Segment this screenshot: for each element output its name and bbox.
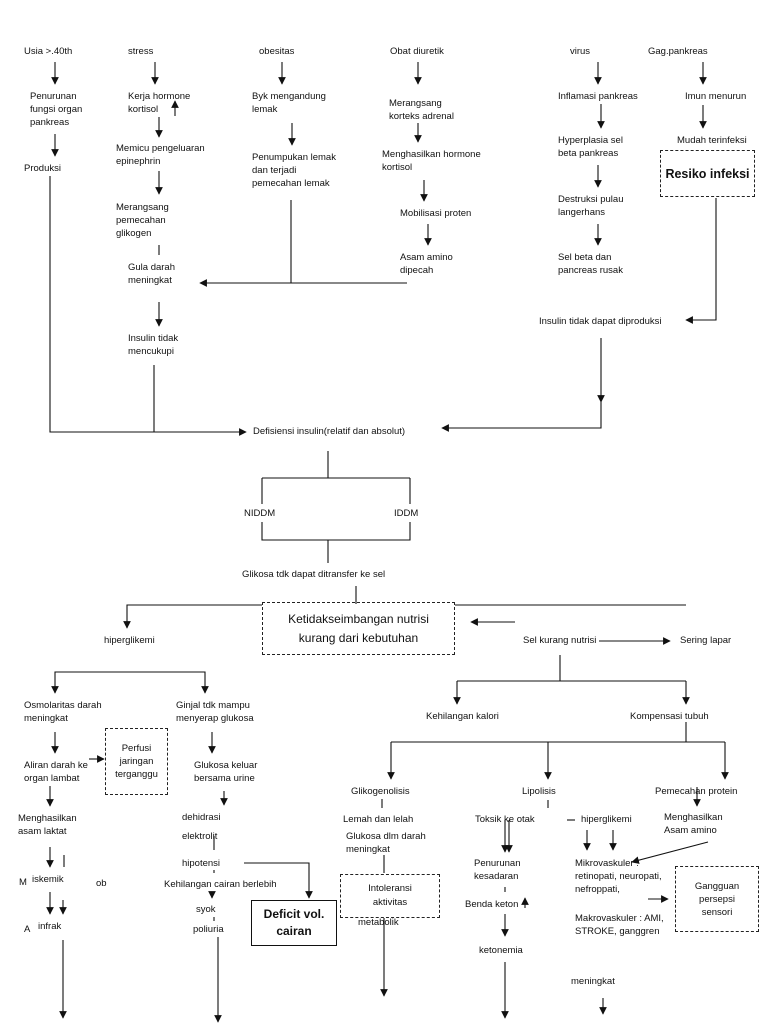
arrow-box-hiperglikemi: [123, 604, 262, 629]
node-destruksi: Destruksi pulau langerhans: [558, 194, 624, 218]
node-kehilangan-cairan: Kehilangan cairan berlebih: [164, 879, 277, 890]
box-ketidakseimbangan-nutrisi: Ketidakseimbangan nutrisi kurang dari ke…: [262, 602, 455, 655]
node-mikrovaskuler: Mikrovaskuler : retinopati, neuropati, n…: [575, 858, 662, 895]
node-syok: syok: [196, 904, 216, 915]
arrow-to-defisiensi: [441, 402, 602, 432]
fragment-a: A: [24, 924, 31, 935]
node-byk-lemak: Byk mengandung lemak: [252, 91, 326, 115]
node-ginjal: Ginjal tdk mampu menyerap glukosa: [176, 700, 254, 724]
node-gag-pankreas: Gag.pankreas: [648, 46, 708, 57]
node-osmolaritas: Osmolaritas darah meningkat: [24, 700, 102, 724]
node-meningkat: meningkat: [571, 976, 615, 987]
node-sering-lapar: Sering lapar: [680, 635, 732, 646]
node-asam-laktat: Menghasilkan asam laktat: [18, 813, 77, 837]
line-join-bottom: [261, 522, 411, 541]
arrow-hiper-ginjal: [127, 671, 209, 694]
node-imun-menurun: Imun menurun: [685, 91, 747, 102]
node-glukosa-urine: Glukosa keluar bersama urine: [194, 760, 258, 784]
node-glikogenolisis: Glikogenolisis: [351, 786, 410, 797]
node-insulin-tidak-cukup: Insulin tidak mencukupi: [128, 333, 179, 357]
node-lipolisis: Lipolisis: [522, 786, 556, 797]
line-produksi-defisiensi: [49, 176, 247, 436]
node-hipotensi: hipotensi: [182, 858, 221, 869]
node-hiperglikemi-2: hiperglikemi: [581, 814, 632, 825]
node-kehilangan-kalori: Kehilangan kalori: [426, 711, 499, 722]
node-mudah-terinfeksi: Mudah terinfeksi: [677, 135, 747, 146]
node-stress: stress: [128, 46, 154, 57]
node-ketonemia: ketonemia: [479, 945, 523, 956]
node-iskemik: iskemik: [32, 874, 64, 885]
node-sel-beta-rusak: Sel beta dan pancreas rusak: [558, 252, 623, 276]
node-asam-amino-dipecah: Asam amino dipecah: [400, 252, 453, 276]
node-aliran-darah: Aliran darah ke organ lambat: [24, 760, 88, 784]
box-intoleransi-aktivitas: Intoleransi aktivitas: [340, 874, 440, 918]
node-hiperglikemi: hiperglikemi: [104, 635, 155, 646]
node-dehidrasi: dehidrasi: [182, 812, 221, 823]
node-pemecahan-protein: Pemecahan protein: [655, 786, 738, 797]
node-penurunan-kesadaran: Penurunan kesadaran: [474, 858, 521, 882]
node-merangsang-korteks: Merangsang korteks adrenal: [389, 98, 454, 122]
node-virus: virus: [570, 46, 591, 57]
node-benda-keton: Benda keton: [465, 899, 519, 910]
arrow-to-deficit: [244, 862, 313, 899]
box-gangguan-persepsi: Gangguan persepsi sensori: [675, 866, 759, 932]
node-defisiensi-insulin: Defisiensi insulin(relatif dan absolut): [253, 426, 406, 437]
node-asam-amino: Menghasilkan Asam amino: [664, 812, 723, 836]
node-obesitas: obesitas: [259, 46, 295, 57]
arrow-asam-to-mikro: [631, 841, 709, 864]
node-lemah-lelah: Lemah dan lelah: [343, 814, 414, 825]
arrow-to-insulin-diproduksi: [685, 198, 717, 324]
node-makrovaskuler: Makrovaskuler : AMI, STROKE, ganggren: [575, 913, 664, 937]
node-toksik: Toksik ke otak: [475, 814, 535, 825]
box-perfusi: Perfusi jaringan terganggu: [105, 728, 168, 795]
node-kompensasi-tubuh: Kompensasi tubuh: [630, 711, 709, 722]
box-deficit-vol-cairan: Deficit vol. cairan: [251, 900, 337, 946]
box-resiko-infeksi: Resiko infeksi: [660, 150, 755, 197]
node-penurunan-fungsi: Penurunan fungsi organ pankreas: [30, 91, 83, 128]
fragment-m: M: [19, 877, 27, 888]
node-merangsang-glikogen: Merangsang pemecahan glikogen: [116, 202, 169, 239]
node-produksi: Produksi: [24, 163, 61, 174]
node-hyperplasia: Hyperplasia sel beta pankreas: [558, 135, 623, 159]
node-iddm: IDDM: [394, 508, 419, 519]
fragment-ob: ob: [96, 878, 107, 889]
node-inflamasi-pankreas: Inflamasi pankreas: [558, 91, 638, 102]
node-infrak: infrak: [38, 921, 62, 932]
node-usia: Usia >.40th: [24, 46, 73, 57]
node-menghasilkan-kortisol: Menghasilkan hormone kortisol: [382, 149, 481, 173]
node-penumpukan-lemak: Penumpukan lemak dan terjadi pemecahan l…: [252, 152, 336, 189]
node-kerja-hormone: Kerja hormone kortisol: [128, 91, 191, 115]
node-glukosa-dlm-darah: Glukosa dlm darah meningkat: [346, 831, 426, 855]
node-insulin-tidak-diproduksi: Insulin tidak dapat diproduksi: [539, 316, 662, 327]
node-metabolik: metabolik: [358, 917, 399, 928]
node-memicu: Memicu pengeluaran epinephrin: [116, 143, 205, 167]
node-glikosa-tdk-ditransfer: Glikosa tdk dapat ditransfer ke sel: [242, 569, 386, 580]
node-elektrolit: elektrolit: [182, 831, 218, 842]
node-sel-kurang-nutrisi: Sel kurang nutrisi: [523, 635, 597, 646]
node-gula-darah: Gula darah meningkat: [128, 262, 176, 286]
node-poliuria: poliuria: [193, 924, 224, 935]
node-niddm: NIDDM: [244, 508, 276, 519]
arrow-hiper-osmo: [51, 671, 127, 694]
node-mobilisasi-proten: Mobilisasi proten: [400, 208, 472, 219]
node-obat-diuretik: Obat diuretik: [390, 46, 444, 57]
